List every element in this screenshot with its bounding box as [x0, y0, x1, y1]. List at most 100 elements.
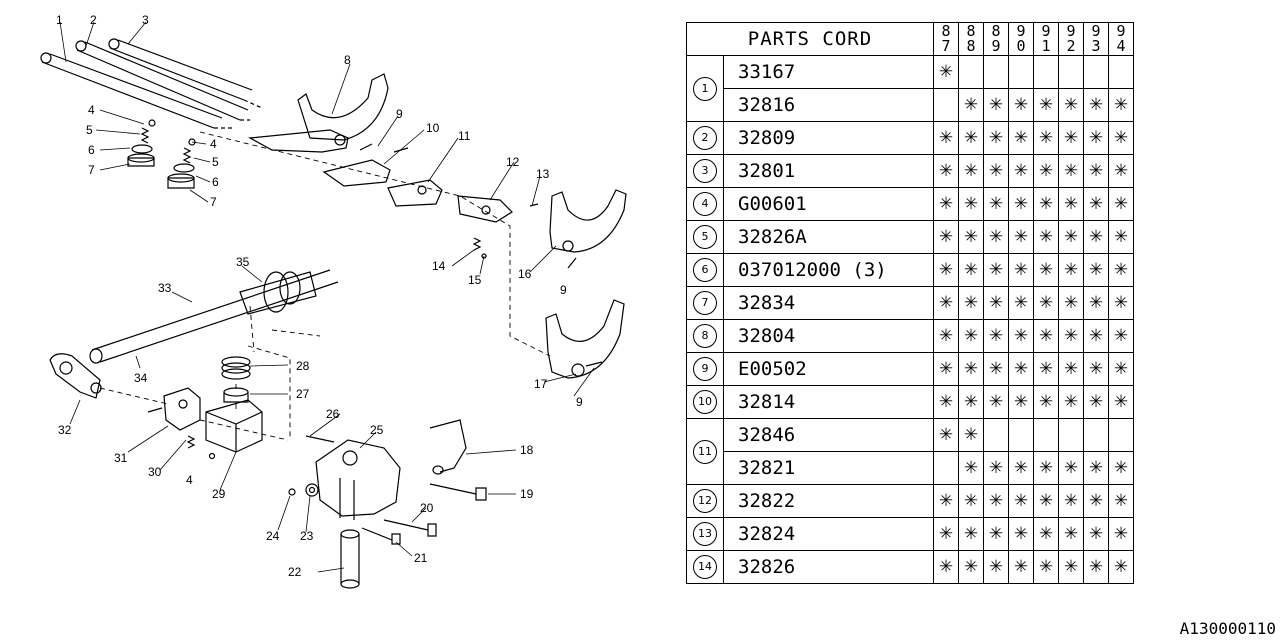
callout: 9	[396, 107, 403, 121]
applicability-cell: ✳	[933, 154, 959, 188]
applicability-cell: ✳	[1033, 121, 1059, 155]
applicability-cell: ✳	[933, 319, 959, 353]
ref-number: 1	[693, 76, 717, 101]
applicability-cell: ✳	[1058, 154, 1084, 188]
part-number: 037012000 (3)	[723, 253, 934, 287]
applicability-cell: ✳	[958, 253, 984, 287]
applicability-cell: ✳	[1083, 88, 1109, 122]
applicability-cell	[1058, 55, 1084, 89]
callout: 4	[186, 473, 193, 487]
diagram-code: A130000110	[1179, 619, 1276, 638]
applicability-cell: ✳	[933, 220, 959, 254]
applicability-cell: ✳	[958, 121, 984, 155]
callout: 23	[300, 529, 314, 543]
lever-32	[49, 353, 102, 399]
applicability-cell: ✳	[1108, 451, 1134, 485]
applicability-cell: ✳	[983, 319, 1009, 353]
bracket-31	[147, 387, 201, 449]
shift-rods	[40, 38, 263, 129]
callout: 35	[236, 255, 250, 269]
callout: 25	[370, 423, 384, 437]
applicability-cell: ✳	[1108, 220, 1134, 254]
ref-number-cell: 8	[686, 319, 724, 353]
ref-number: 2	[693, 126, 717, 150]
applicability-cell: ✳	[933, 55, 959, 89]
callout: 20	[420, 501, 434, 515]
applicability-cell: ✳	[1108, 187, 1134, 221]
applicability-cell: ✳	[1083, 220, 1109, 254]
applicability-cell: ✳	[933, 187, 959, 221]
callout: 18	[520, 443, 534, 457]
bolts	[361, 483, 487, 545]
applicability-cell: ✳	[1108, 286, 1134, 320]
callout: 32	[58, 423, 72, 437]
applicability-cell: ✳	[958, 88, 984, 122]
ref-number: 3	[693, 159, 717, 183]
table-row: 32821✳✳✳✳✳✳✳	[687, 451, 1134, 485]
applicability-cell: ✳	[983, 187, 1009, 221]
applicability-cell	[1033, 55, 1059, 89]
applicability-cell: ✳	[983, 484, 1009, 518]
applicability-cell: ✳	[1058, 385, 1084, 419]
applicability-cell: ✳	[1083, 352, 1109, 386]
callout: 15	[468, 273, 482, 287]
ref-number: 4	[693, 192, 717, 216]
housing-29	[205, 399, 263, 453]
applicability-cell: ✳	[933, 121, 959, 155]
part-number: 33167	[723, 55, 934, 89]
callout: 5	[212, 155, 219, 169]
part-number: 32824	[723, 517, 934, 551]
applicability-cell: ✳	[933, 286, 959, 320]
applicability-cell: ✳	[933, 517, 959, 551]
applicability-cell: ✳	[958, 385, 984, 419]
applicability-cell: ✳	[983, 517, 1009, 551]
applicability-cell: ✳	[1083, 319, 1109, 353]
applicability-cell: ✳	[983, 451, 1009, 485]
applicability-cell	[983, 55, 1009, 89]
shift-fork-8	[248, 73, 389, 153]
applicability-cell	[1008, 55, 1034, 89]
applicability-cell: ✳	[1008, 88, 1034, 122]
applicability-cell: ✳	[1008, 121, 1034, 155]
callout: 17	[534, 377, 548, 391]
applicability-cell: ✳	[983, 385, 1009, 419]
applicability-cell: ✳	[1108, 385, 1134, 419]
applicability-cell	[1008, 418, 1034, 452]
applicability-cell	[958, 55, 984, 89]
applicability-cell: ✳	[983, 88, 1009, 122]
callout: 31	[114, 451, 128, 465]
applicability-cell: ✳	[983, 352, 1009, 386]
applicability-cell: ✳	[958, 517, 984, 551]
callout: 27	[296, 387, 310, 401]
callout: 4	[210, 137, 217, 151]
applicability-cell: ✳	[933, 385, 959, 419]
part-number: 32822	[723, 484, 934, 518]
applicability-cell: ✳	[1083, 550, 1109, 584]
callout: 29	[212, 487, 226, 501]
pin-22	[340, 529, 360, 589]
part-number: 32801	[723, 154, 934, 188]
ref-number-cell: 5	[686, 220, 724, 254]
callout: 30	[148, 465, 162, 479]
callout: 11	[458, 129, 471, 143]
callout: 2	[90, 13, 97, 27]
ref-number-cell: 6	[686, 253, 724, 287]
part-number: 32821	[723, 451, 934, 485]
applicability-cell: ✳	[1108, 88, 1134, 122]
ref-number: 11	[693, 439, 717, 464]
ref-number: 6	[693, 258, 717, 282]
callout: 6	[88, 143, 95, 157]
applicability-cell: ✳	[1083, 121, 1109, 155]
part-number: 32846	[723, 418, 934, 452]
applicability-cell: ✳	[958, 286, 984, 320]
